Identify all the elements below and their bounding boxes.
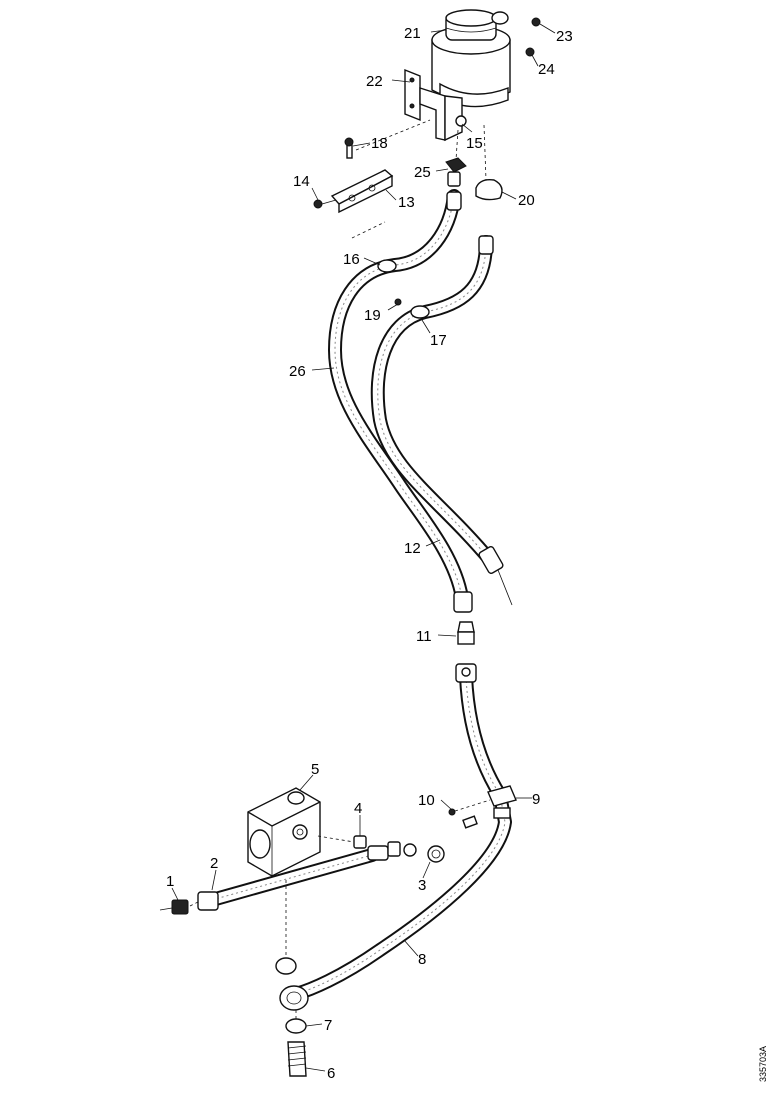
clip-assembly <box>448 785 517 829</box>
label-11: 11 <box>416 628 432 645</box>
label-14: 14 <box>293 173 310 190</box>
drawing-code: 335703A <box>758 1046 768 1082</box>
mounting-bracket <box>404 68 463 142</box>
leader-lines <box>171 23 556 1072</box>
label-8: 8 <box>418 951 426 968</box>
label-21: 21 <box>404 25 421 42</box>
label-18: 18 <box>371 135 388 152</box>
label-5: 5 <box>311 761 319 778</box>
label-3: 3 <box>418 877 426 894</box>
hose-ferrules <box>446 191 504 613</box>
label-20: 20 <box>518 192 535 209</box>
label-6: 6 <box>327 1065 335 1082</box>
label-13: 13 <box>398 194 415 211</box>
hose-lower-pipe <box>289 669 512 1001</box>
valve-block <box>247 787 321 877</box>
hose-26 <box>328 189 469 605</box>
clamp-plate <box>313 119 431 239</box>
label-17: 17 <box>430 332 447 349</box>
fittings-1-2 <box>159 891 219 915</box>
reservoir <box>431 9 541 108</box>
hose-17 <box>370 235 513 606</box>
label-4: 4 <box>354 800 362 817</box>
upper-fittings <box>445 115 503 201</box>
label-9: 9 <box>532 791 540 808</box>
label-2: 2 <box>210 855 218 872</box>
label-23: 23 <box>556 28 573 45</box>
banjo-fitting <box>275 880 309 1077</box>
label-22: 22 <box>366 73 383 90</box>
label-26: 26 <box>289 363 306 380</box>
label-12: 12 <box>404 540 421 557</box>
label-16: 16 <box>343 251 360 268</box>
label-10: 10 <box>418 792 435 809</box>
label-15: 15 <box>466 135 483 152</box>
hose-2 <box>205 848 379 907</box>
label-25: 25 <box>414 164 431 181</box>
hose-clamps <box>377 259 430 319</box>
label-1: 1 <box>166 873 174 890</box>
union-fitting <box>455 621 477 683</box>
label-7: 7 <box>324 1017 332 1034</box>
label-24: 24 <box>538 61 555 78</box>
label-19: 19 <box>364 307 381 324</box>
part-labels: 21 23 24 22 15 18 25 20 14 13 16 19 17 2… <box>166 25 573 1082</box>
